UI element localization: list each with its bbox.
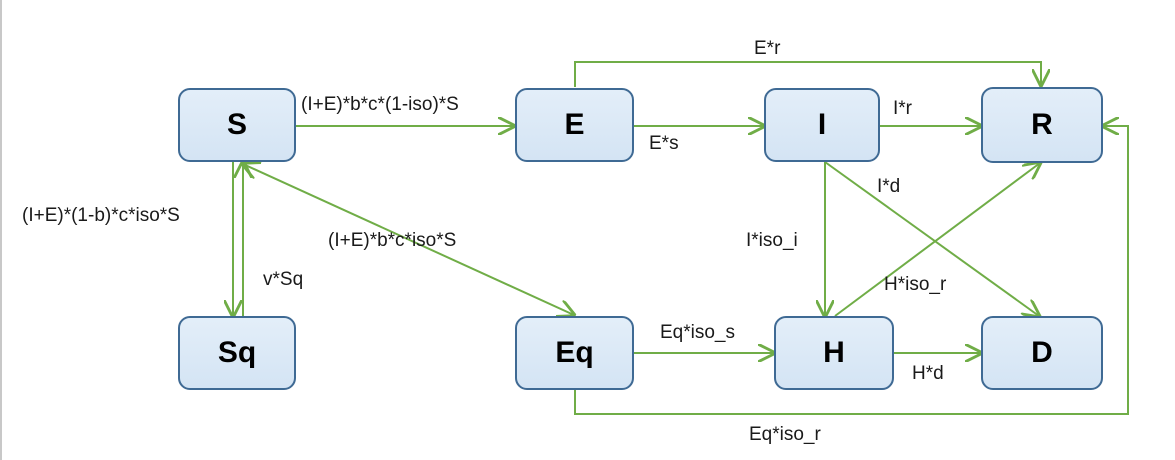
label-eq-to-h: Eq*iso_s (660, 322, 735, 343)
node-s: S (178, 88, 296, 162)
label-i-to-r: I*r (893, 98, 912, 119)
label-i-to-d: I*d (877, 176, 901, 197)
node-d: D (981, 316, 1103, 390)
arrow-e-to-r (574, 61, 1041, 87)
arrow-i-to-d (824, 161, 1039, 316)
label-s-to-e: (I+E)*b*c*(1-iso)*S (301, 94, 459, 115)
label-s-to-sq: (I+E)*(1-b)*c*iso*S (22, 205, 180, 226)
label-h-to-r: H*iso_r (884, 274, 947, 295)
node-sq: Sq (178, 316, 296, 390)
node-e: E (515, 88, 634, 162)
arrow-s-to-eq (243, 164, 574, 315)
label-e-to-r: E*r (754, 38, 781, 59)
label-sq-to-s: v*Sq (263, 269, 304, 290)
node-h: H (774, 316, 894, 390)
label-e-to-i: E*s (649, 133, 679, 154)
node-r: R (981, 87, 1103, 163)
label-h-to-d: H*d (912, 363, 944, 384)
label-s-to-eq: (I+E)*b*c*iso*S (328, 230, 457, 251)
arrow-h-to-r (834, 163, 1040, 317)
label-i-to-h: I*iso_i (746, 230, 798, 251)
left-edge-strip (0, 0, 2, 460)
arrow-eq-to-r (574, 126, 1129, 415)
node-i: I (764, 88, 880, 162)
label-eq-to-r: Eq*iso_r (749, 424, 821, 445)
node-eq: Eq (515, 316, 634, 390)
